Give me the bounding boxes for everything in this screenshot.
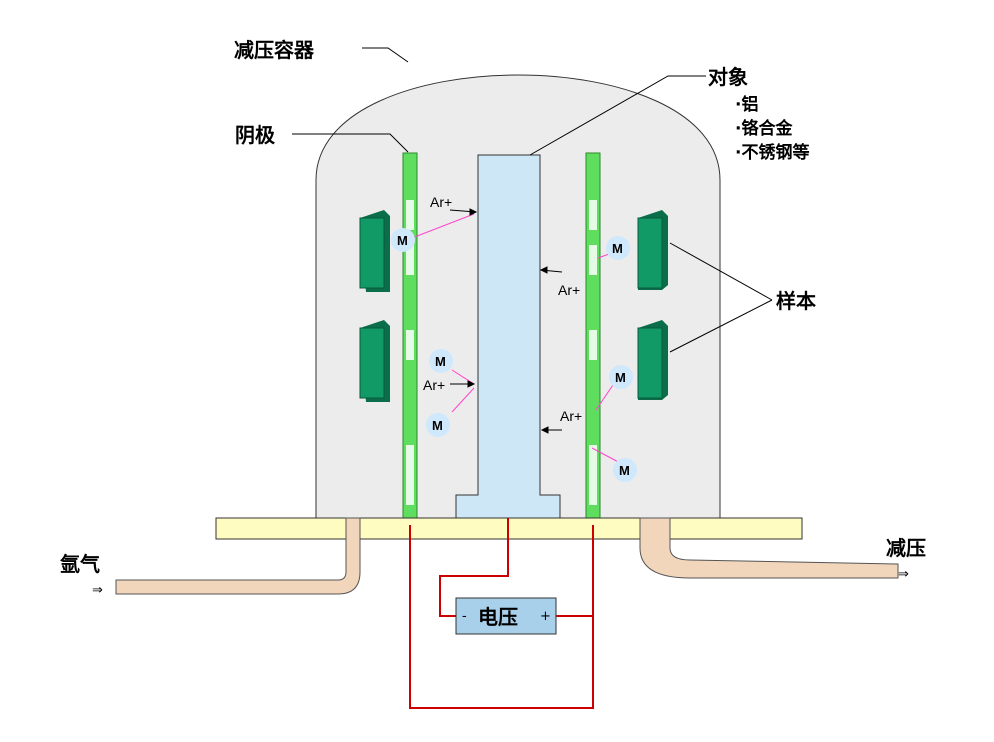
argon-label: 氩气 [60,552,100,576]
leader-lines [292,47,773,353]
ion-label: Ar+ [558,282,580,298]
cathode-label: 阴极 [235,123,276,147]
ion-arrows [449,208,563,434]
metal-atom: M [609,365,633,389]
argon-inflow-arrow-icon: ⇒ [92,583,103,598]
ion-label: Ar+ [430,194,452,210]
metal-atom: M [391,228,415,252]
sample-left-top [359,210,390,292]
svg-text:M: M [612,241,623,256]
svg-text:M: M [435,354,446,369]
target-item-chrome-alloy: ·铬合金 [735,118,793,139]
svg-text:M: M [432,418,443,433]
circuit-wiring [409,518,594,709]
metal-atom: M [613,458,637,482]
svg-text:M: M [397,233,408,248]
voltage-supply [455,597,557,635]
sample-right-top [637,210,668,290]
exhaust-outflow-arrow-icon: ⇒ [898,567,909,582]
decompress-label: 减压 [886,536,926,560]
metal-atom: M [426,413,450,437]
voltage-label: 电压 [478,605,518,629]
exhaust-pipe [639,517,899,579]
target-item-stainless: ·不锈钢等 [735,142,809,163]
ion-label: Ar+ [423,377,445,393]
sample-label: 样本 [776,289,816,313]
cathode-right [585,152,601,526]
sample-right-bottom [637,320,668,400]
minus-sign: - [462,609,467,624]
argon-inlet-pipe [115,517,361,595]
cathode-left [402,152,418,526]
metal-atom: M [606,236,630,260]
chamber-label: 减压容器 [234,38,315,62]
sample-left-bottom [359,320,390,402]
plus-sign: + [540,609,551,624]
target-label: 对象 [708,65,748,89]
svg-text:M: M [615,370,626,385]
metal-atom: M [429,349,453,373]
ion-label: Ar+ [560,408,582,424]
target-item-aluminum: ·铝 [735,94,758,115]
svg-text:M: M [619,463,630,478]
